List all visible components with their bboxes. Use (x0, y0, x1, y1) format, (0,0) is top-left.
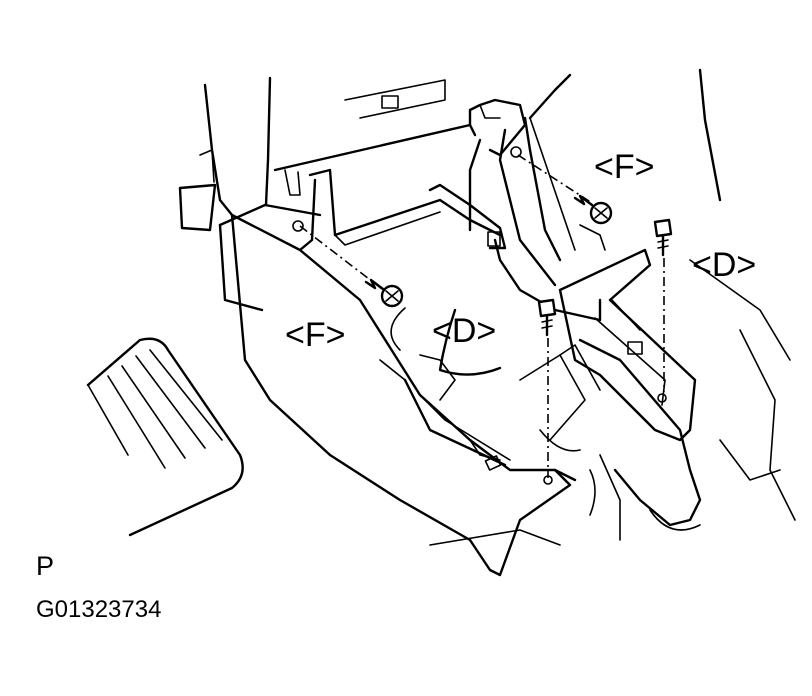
callout-d-center: <D> (432, 312, 497, 350)
callout-f-left: <F> (285, 316, 346, 354)
right-bracket (558, 248, 697, 442)
bolt-right (653, 218, 673, 257)
callout-d-right: <D> (692, 246, 757, 284)
screw-upper (573, 194, 613, 225)
callout-f-upper: <F> (594, 148, 655, 186)
left-dash-panel (178, 76, 322, 312)
right-trim (429, 68, 796, 546)
accelerator-pedal (86, 337, 244, 537)
center-console (230, 138, 602, 577)
upper-dash (273, 73, 576, 251)
bolt-center (537, 298, 557, 337)
view-marker: P (36, 551, 55, 581)
alignment-lines (292, 146, 665, 485)
shift-boot (438, 308, 601, 452)
callout-leader (390, 307, 406, 351)
figure-id: G01323734 (36, 596, 162, 623)
screw-left (364, 278, 404, 308)
